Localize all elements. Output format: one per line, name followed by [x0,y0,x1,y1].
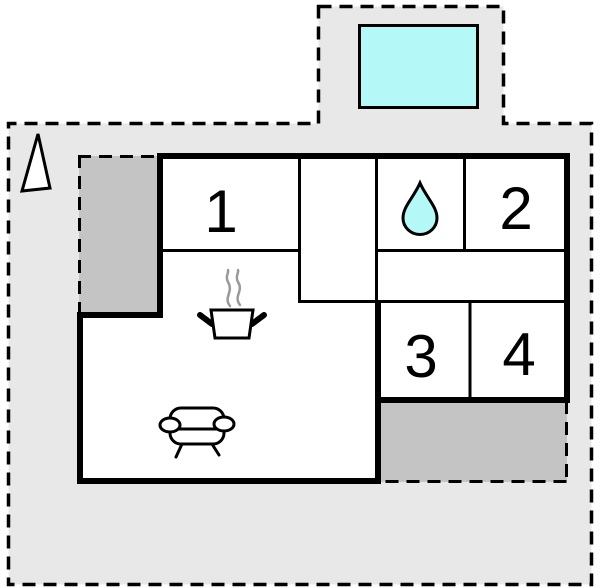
terrace-dashed-edges [78,155,568,483]
room-3-label: 3 [404,323,437,390]
cooking-pot-icon [197,308,267,340]
north-arrow-icon [19,133,52,193]
interior-walls [157,156,567,403]
water-drop-icon [401,179,439,236]
pool-icon [358,24,479,109]
sofa-icon [158,406,236,459]
room-4-label: 4 [502,321,535,388]
room-1-label: 1 [204,178,237,245]
steam-icon [225,268,242,308]
room-2-label: 2 [499,175,532,242]
terrace-bottom [378,400,567,482]
building-outline [77,153,570,484]
terrace-left [79,156,160,315]
